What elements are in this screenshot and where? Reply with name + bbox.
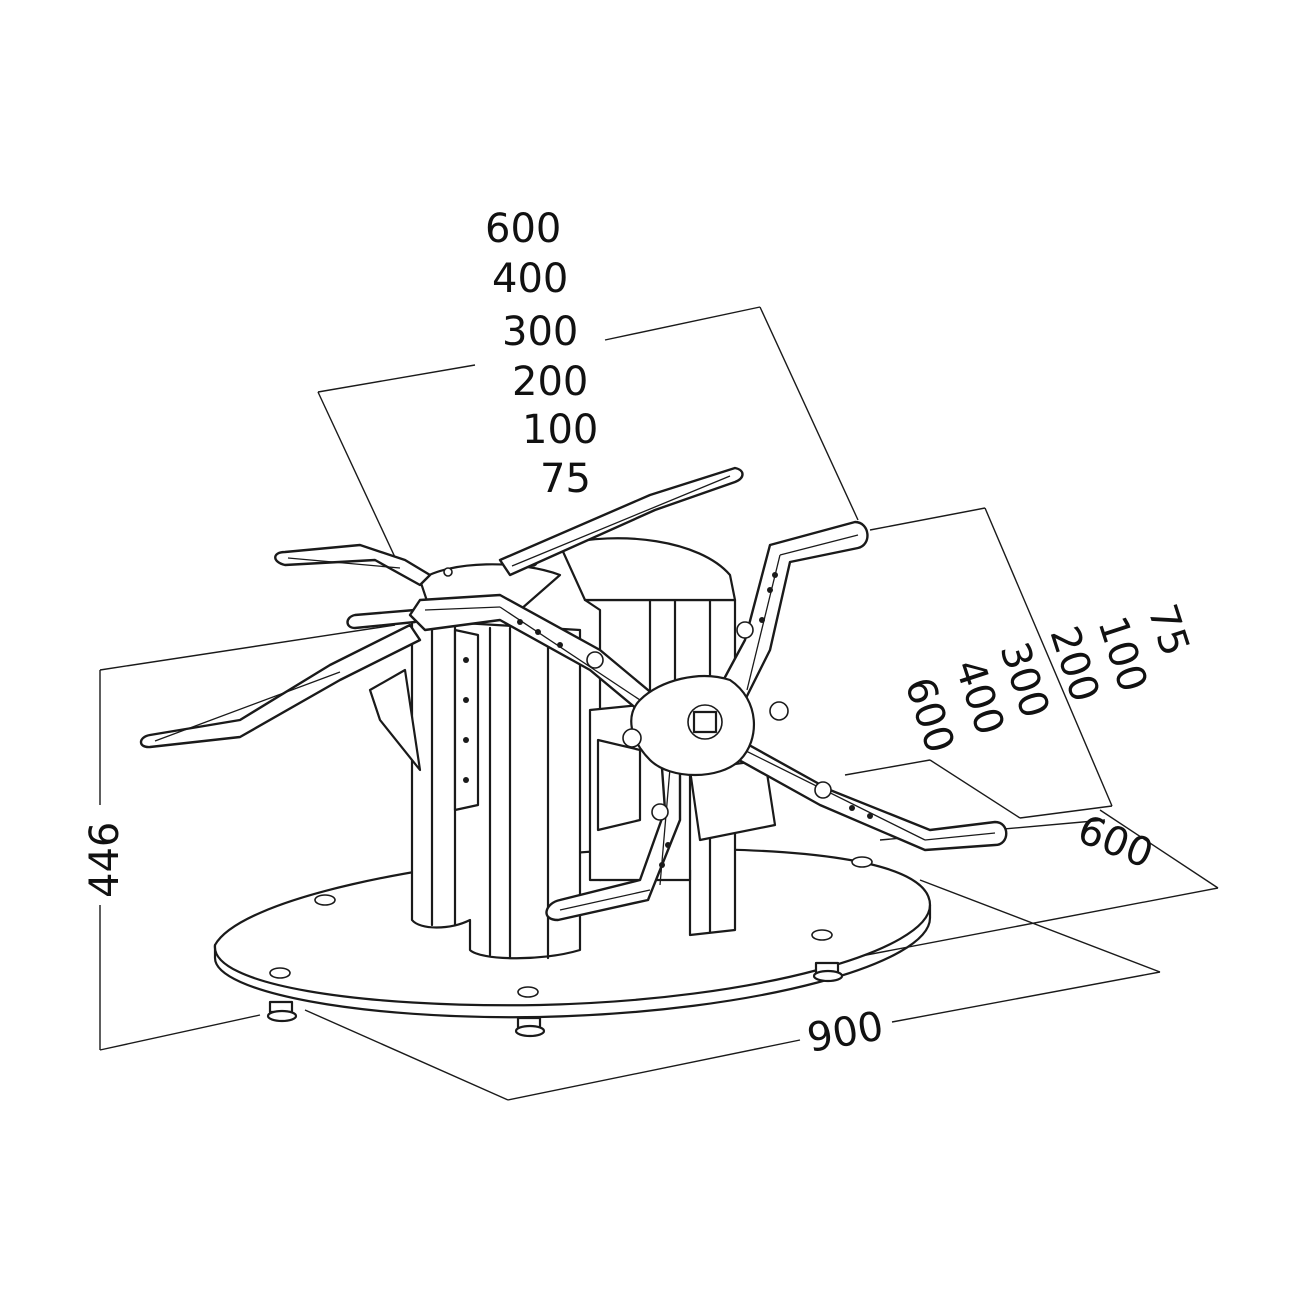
vesa-h-label: 400 [492, 256, 568, 302]
base-hole [269, 967, 291, 979]
front-vesa-arms [408, 520, 1008, 922]
leveling-foot [812, 961, 844, 983]
base-hole [314, 894, 336, 906]
leveling-foot [514, 1016, 546, 1038]
vesa-h-label: 300 [502, 309, 578, 355]
vesa-v-label: 75 [1138, 599, 1197, 662]
vesa-vertical-labels: 75 100 200 300 400 600 [895, 599, 1197, 759]
vesa-h-label: 200 [512, 359, 588, 405]
leveling-foot [266, 1000, 298, 1023]
height-label: 446 [82, 822, 128, 898]
rear-vesa-arms [139, 466, 744, 749]
base-hole [517, 986, 539, 998]
depth-label: 600 [1071, 807, 1159, 878]
vesa-h-label: 600 [485, 206, 561, 252]
vesa-h-label: 100 [522, 407, 598, 453]
vesa-horizontal-labels: 600 400 300 200 100 75 [485, 206, 598, 502]
base-hole [811, 929, 833, 941]
column-front [410, 618, 582, 960]
vesa-h-label: 75 [540, 456, 591, 502]
base-hole [851, 856, 873, 868]
width-label: 900 [804, 1003, 887, 1062]
